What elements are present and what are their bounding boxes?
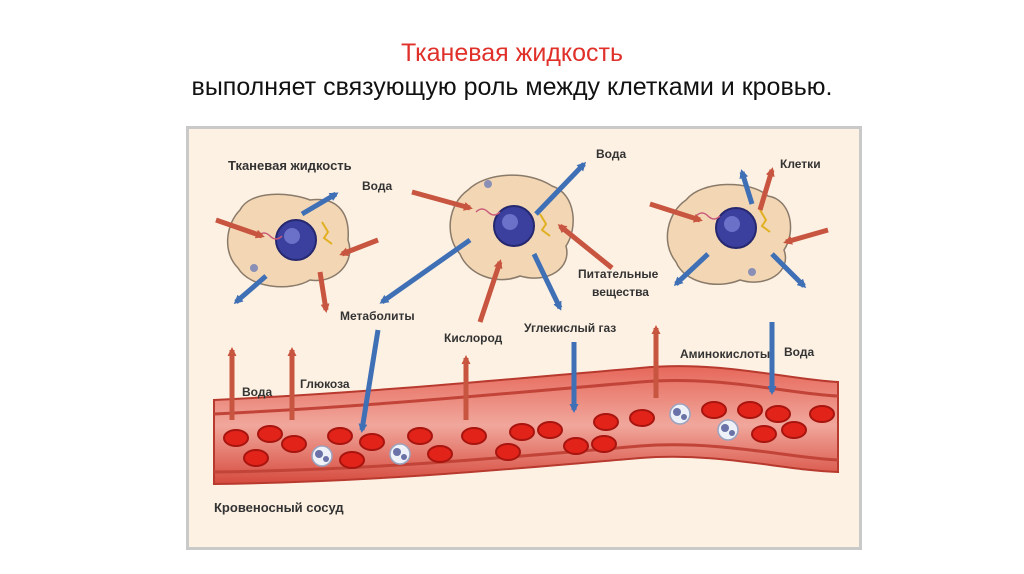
red-blood-cell — [766, 406, 790, 422]
arrow-metabolites-out-of-middle-cell — [382, 240, 470, 302]
red-blood-cell — [408, 428, 432, 444]
label-water-bottom-left: Вода — [242, 385, 272, 399]
tissue-cell-right — [667, 184, 790, 284]
white-blood-cell — [312, 446, 332, 466]
red-blood-cell — [360, 434, 384, 450]
red-blood-cell — [564, 438, 588, 454]
white-blood-cell — [670, 404, 690, 424]
arrow-into-right-cell-right — [786, 230, 828, 242]
red-blood-cell — [496, 444, 520, 460]
label-water-left: Вода — [362, 179, 392, 193]
label-metabolites: Метаболиты — [340, 309, 415, 323]
red-blood-cell — [738, 402, 762, 418]
label-tissue-fluid: Тканевая жидкость — [228, 158, 352, 173]
red-blood-cell — [630, 410, 654, 426]
label-amino-acids: Аминокислоты — [680, 347, 770, 361]
red-blood-cell — [244, 450, 268, 466]
label-nutrients-2: вещества — [592, 285, 649, 299]
red-blood-cell — [224, 430, 248, 446]
red-blood-cell — [340, 452, 364, 468]
red-blood-cell — [328, 428, 352, 444]
red-blood-cell — [462, 428, 486, 444]
white-blood-cell — [718, 420, 738, 440]
red-blood-cell — [538, 422, 562, 438]
red-blood-cell — [702, 402, 726, 418]
white-blood-cell — [390, 444, 410, 464]
label-glucose: Глюкоза — [300, 377, 350, 391]
red-blood-cell — [782, 422, 806, 438]
red-blood-cell — [810, 406, 834, 422]
red-blood-cell — [258, 426, 282, 442]
arrow-nutrients-into-middle-cell — [560, 226, 612, 268]
tissue-cell-left — [228, 194, 350, 286]
label-water-right: Вода — [784, 345, 814, 359]
red-blood-cell — [752, 426, 776, 442]
red-blood-cell — [510, 424, 534, 440]
label-vessel: Кровеносный сосуд — [214, 500, 344, 515]
tissue-cell-middle — [450, 175, 573, 279]
label-nutrients-1: Питательные — [578, 267, 659, 281]
red-blood-cell — [592, 436, 616, 452]
red-blood-cell — [282, 436, 306, 452]
label-water-top: Вода — [596, 147, 626, 161]
label-cells: Клетки — [780, 157, 821, 171]
label-oxygen: Кислород — [444, 331, 503, 345]
label-co2: Углекислый газ — [524, 321, 616, 335]
red-blood-cell — [428, 446, 452, 462]
red-blood-cell — [594, 414, 618, 430]
